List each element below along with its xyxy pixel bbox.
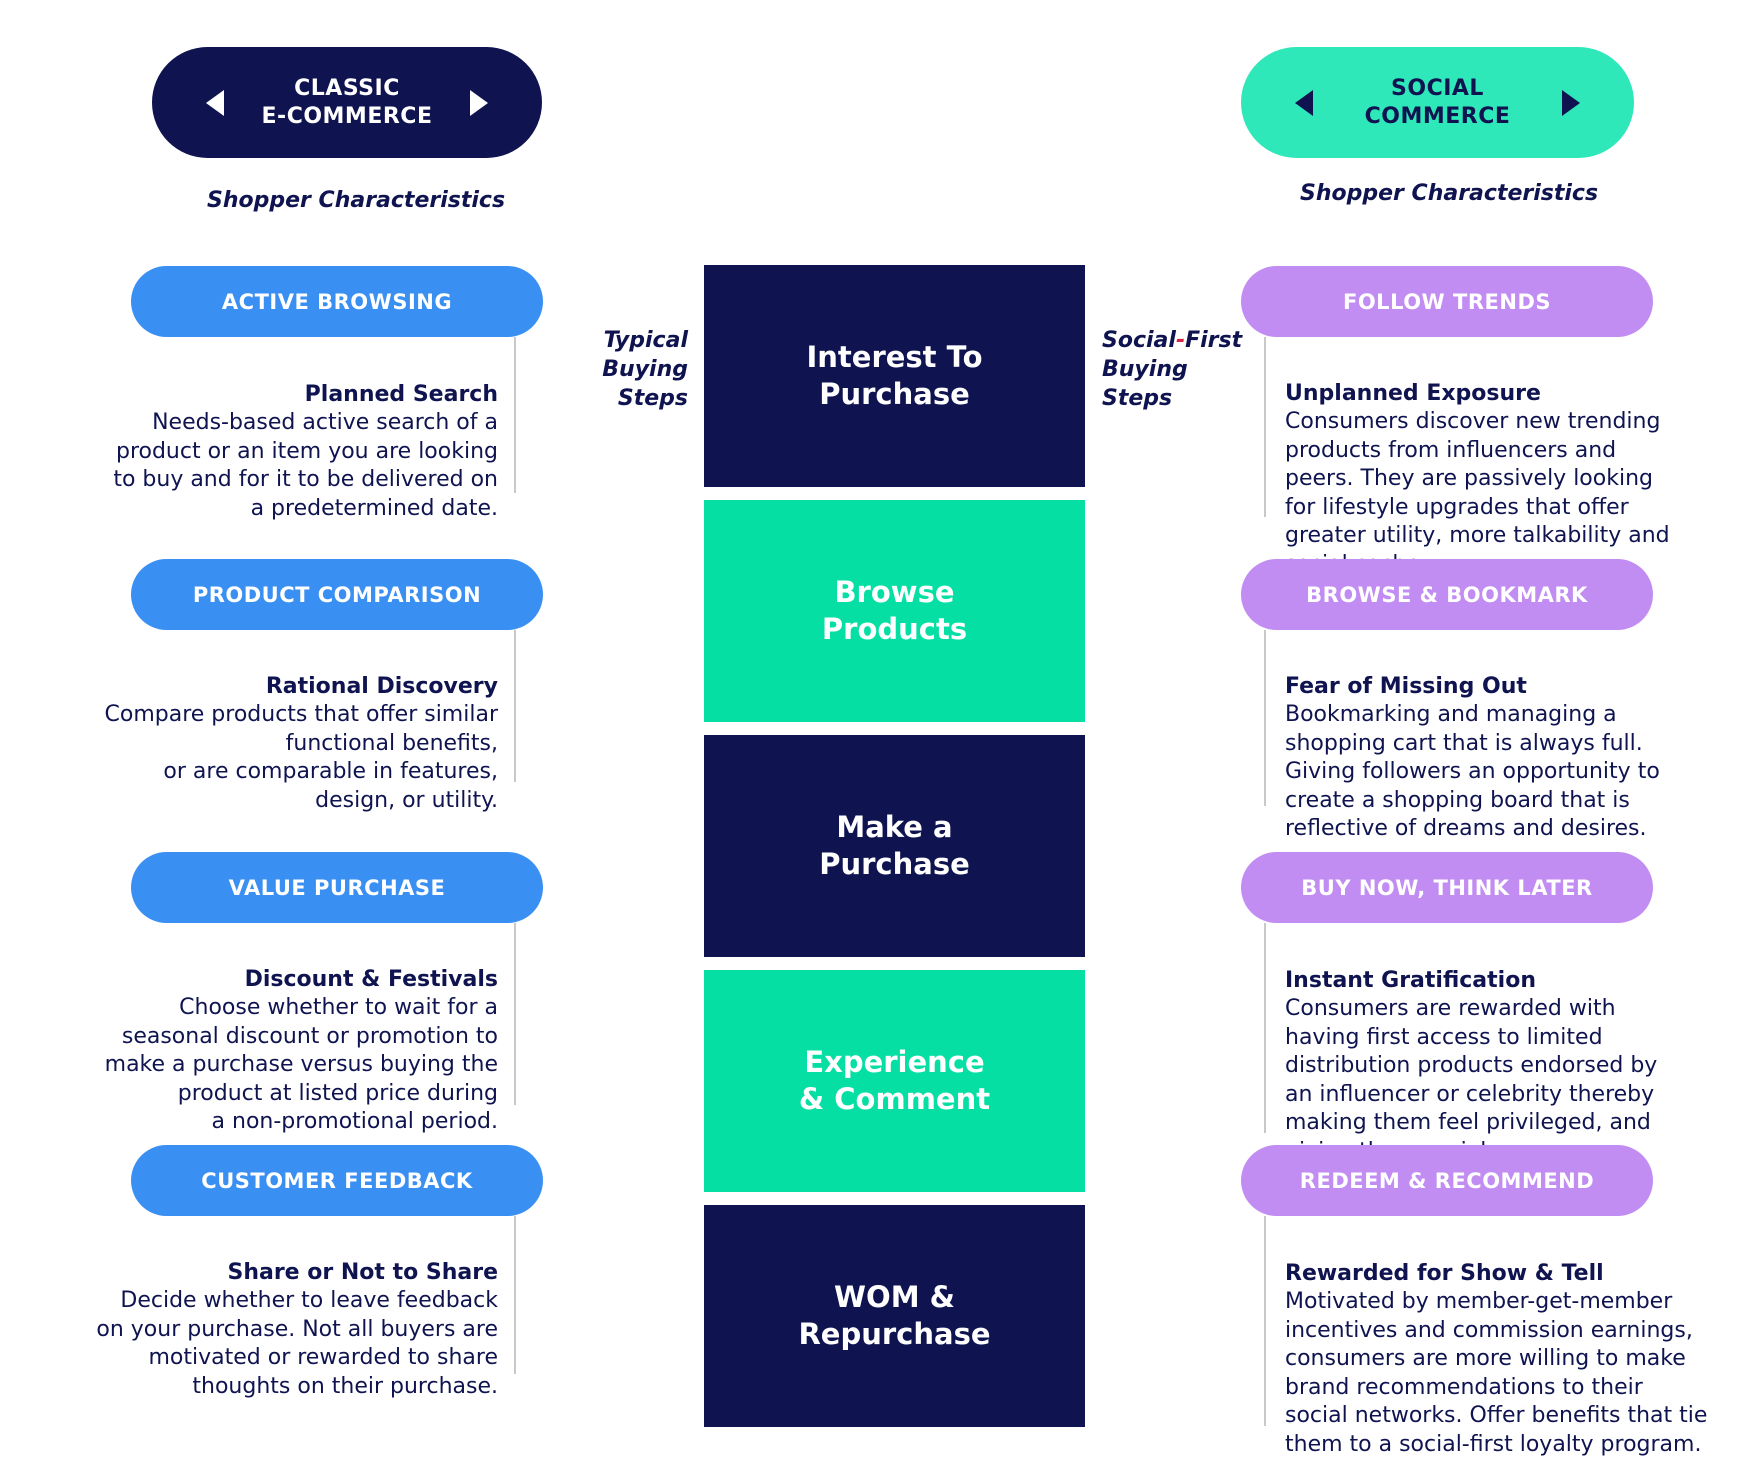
- label-hyphen: -: [1175, 328, 1186, 353]
- text-planned-search: Needs-based active search of a product o…: [113, 410, 498, 521]
- social-shopper-characteristics: Shopper Characteristics: [1300, 181, 1599, 206]
- pill-active-browsing: ACTIVE BROWSING: [131, 266, 543, 337]
- divider-line: [1264, 923, 1266, 1133]
- step-make-a-purchase: Make a Purchase: [704, 735, 1085, 957]
- divider-line: [1264, 337, 1266, 517]
- classic-ecommerce-header[interactable]: CLASSIC E-COMMERCE: [152, 47, 542, 158]
- pill-customer-feedback: CUSTOMER FEEDBACK: [131, 1145, 543, 1216]
- pill-value-purchase: VALUE PURCHASE: [131, 852, 543, 923]
- text-discount-festivals: Choose whether to wait for a seasonal di…: [104, 995, 498, 1134]
- heading-rewarded-show-tell: Rewarded for Show & Tell: [1285, 1260, 1604, 1286]
- pill-product-comparison: PRODUCT COMPARISON: [131, 559, 543, 630]
- heading-unplanned-exposure: Unplanned Exposure: [1285, 380, 1541, 406]
- text-rational-discovery: Compare products that offer similar func…: [104, 702, 498, 813]
- pill-follow-trends: FOLLOW TRENDS: [1241, 266, 1653, 337]
- typical-buying-steps-label: Typical Buying Steps: [602, 328, 688, 411]
- label-part-social: Social: [1102, 328, 1176, 353]
- heading-fear-of-missing-out: Fear of Missing Out: [1285, 673, 1527, 699]
- classic-ecommerce-title: CLASSIC E-COMMERCE: [261, 75, 433, 129]
- social-commerce-header[interactable]: SOCIAL COMMERCE: [1241, 47, 1634, 158]
- text-rewarded-show-tell: Motivated by member-get-member incentive…: [1285, 1289, 1708, 1457]
- social-commerce-title: SOCIAL COMMERCE: [1364, 75, 1511, 129]
- heading-discount-festivals: Discount & Festivals: [244, 966, 498, 992]
- step-interest-to-purchase: Interest To Purchase: [704, 265, 1085, 487]
- arrow-right-icon[interactable]: [470, 89, 488, 116]
- pill-redeem-recommend: REDEEM & RECOMMEND: [1241, 1145, 1653, 1216]
- arrow-left-icon[interactable]: [206, 89, 224, 116]
- text-instant-gratification: Consumers are rewarded with having first…: [1285, 996, 1658, 1164]
- arrow-left-icon[interactable]: [1295, 89, 1313, 116]
- step-experience-comment: Experience & Comment: [704, 970, 1085, 1192]
- heading-planned-search: Planned Search: [304, 381, 498, 407]
- pill-buy-now-think-later: BUY NOW, THINK LATER: [1241, 852, 1653, 923]
- text-share-or-not: Decide whether to leave feedback on your…: [96, 1288, 498, 1399]
- heading-rational-discovery: Rational Discovery: [265, 673, 498, 699]
- text-fear-of-missing-out: Bookmarking and managing a shopping cart…: [1285, 702, 1660, 841]
- social-first-buying-steps-label: Social-First Buying Steps: [1102, 326, 1252, 413]
- step-wom-repurchase: WOM & Repurchase: [704, 1205, 1085, 1427]
- step-browse-products: Browse Products: [704, 500, 1085, 722]
- divider-line: [1264, 630, 1266, 806]
- arrow-right-icon[interactable]: [1562, 89, 1580, 116]
- divider-line: [514, 337, 516, 493]
- divider-line: [514, 630, 516, 782]
- pill-browse-bookmark: BROWSE & BOOKMARK: [1241, 559, 1653, 630]
- divider-line: [514, 923, 516, 1105]
- classic-shopper-characteristics: Shopper Characteristics: [207, 188, 506, 213]
- heading-share-or-not: Share or Not to Share: [227, 1259, 498, 1285]
- divider-line: [1264, 1216, 1266, 1426]
- text-unplanned-exposure: Consumers discover new trending products…: [1285, 409, 1670, 577]
- label-part-first: First Buying Steps: [1102, 328, 1243, 411]
- divider-line: [514, 1216, 516, 1374]
- heading-instant-gratification: Instant Gratification: [1285, 967, 1536, 993]
